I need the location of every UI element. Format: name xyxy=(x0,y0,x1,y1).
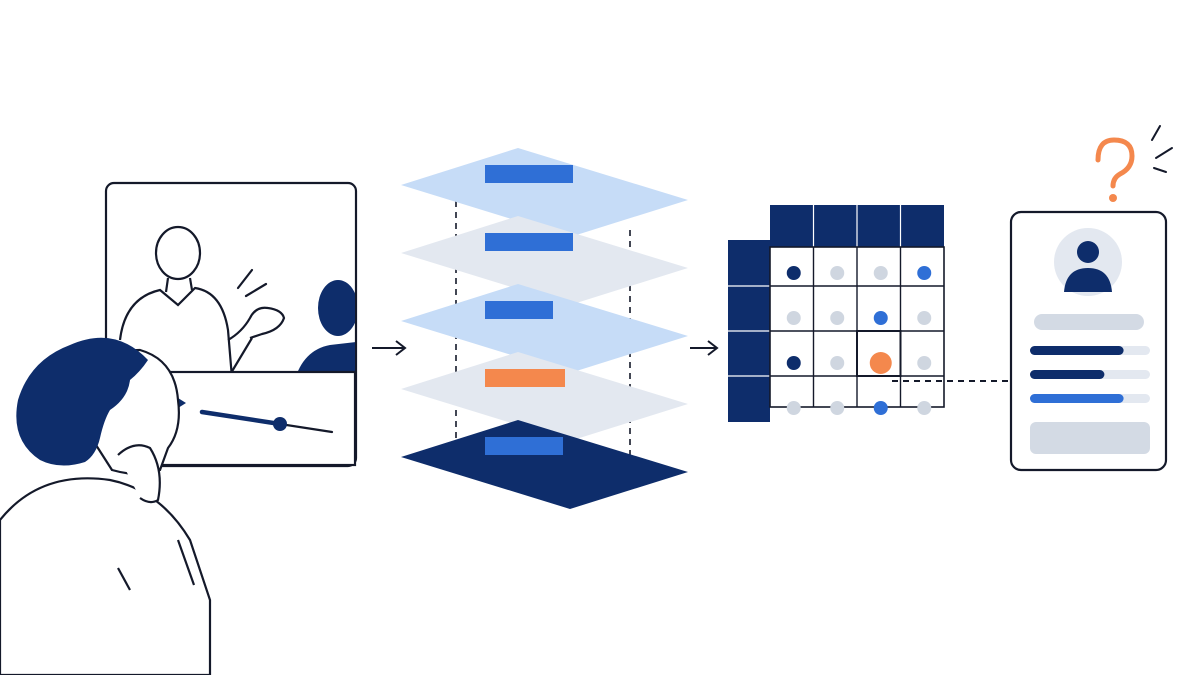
avatar-icon xyxy=(1054,228,1122,296)
layer-plane-1 xyxy=(401,148,688,237)
layer-plane-4 xyxy=(401,352,688,441)
matrix-dot-2-3 xyxy=(873,311,888,325)
arrow-icon xyxy=(372,340,407,356)
arrow-icon xyxy=(690,340,719,356)
profile-bar-fill-3 xyxy=(1030,394,1124,403)
matrix-dot-2-2 xyxy=(830,311,845,325)
matrix-dot-2-1 xyxy=(786,311,801,325)
matrix-dot-4-2 xyxy=(830,401,845,415)
matrix-dot-3-2 xyxy=(830,356,845,370)
profile-summary-block xyxy=(1030,422,1150,454)
layer-bar-2 xyxy=(485,233,573,251)
matrix-dot-1-3 xyxy=(873,266,888,280)
layer-stack-icon xyxy=(401,148,688,509)
progress-slider-icon[interactable] xyxy=(199,409,334,434)
attention-matrix-icon xyxy=(728,205,945,422)
profile-bar-fill-1 xyxy=(1030,346,1124,355)
matrix-highlight-cell xyxy=(856,330,902,377)
layer-plane-2 xyxy=(401,216,688,305)
profile-name-placeholder xyxy=(1034,314,1144,330)
matrix-dot-1-2 xyxy=(830,266,845,280)
matrix-dot-3-4 xyxy=(917,356,932,370)
layer-plane-3 xyxy=(401,284,688,373)
layer-bar-5 xyxy=(485,437,563,455)
matrix-dot-4-1 xyxy=(786,401,801,415)
layer-bar-4 xyxy=(485,369,565,387)
question-mark-icon xyxy=(1095,125,1173,202)
matrix-dot-3-1 xyxy=(786,356,801,370)
speech-lines-icon xyxy=(236,268,268,298)
matrix-dot-1-4 xyxy=(917,266,932,280)
matrix-dot-1-1 xyxy=(786,266,801,280)
layer-bar-3 xyxy=(485,301,553,319)
profile-attribute-bars xyxy=(1030,346,1150,403)
profile-bar-fill-2 xyxy=(1030,370,1105,379)
matrix-dot-4-3 xyxy=(873,401,888,415)
matrix-dot-3-3 xyxy=(869,352,892,374)
layer-plane-5 xyxy=(401,420,688,509)
layer-bar-1 xyxy=(485,165,573,183)
matrix-dot-4-4 xyxy=(917,401,932,415)
matrix-dot-2-4 xyxy=(917,311,932,325)
profile-card xyxy=(1009,210,1168,472)
viewer-person-icon xyxy=(0,337,212,675)
